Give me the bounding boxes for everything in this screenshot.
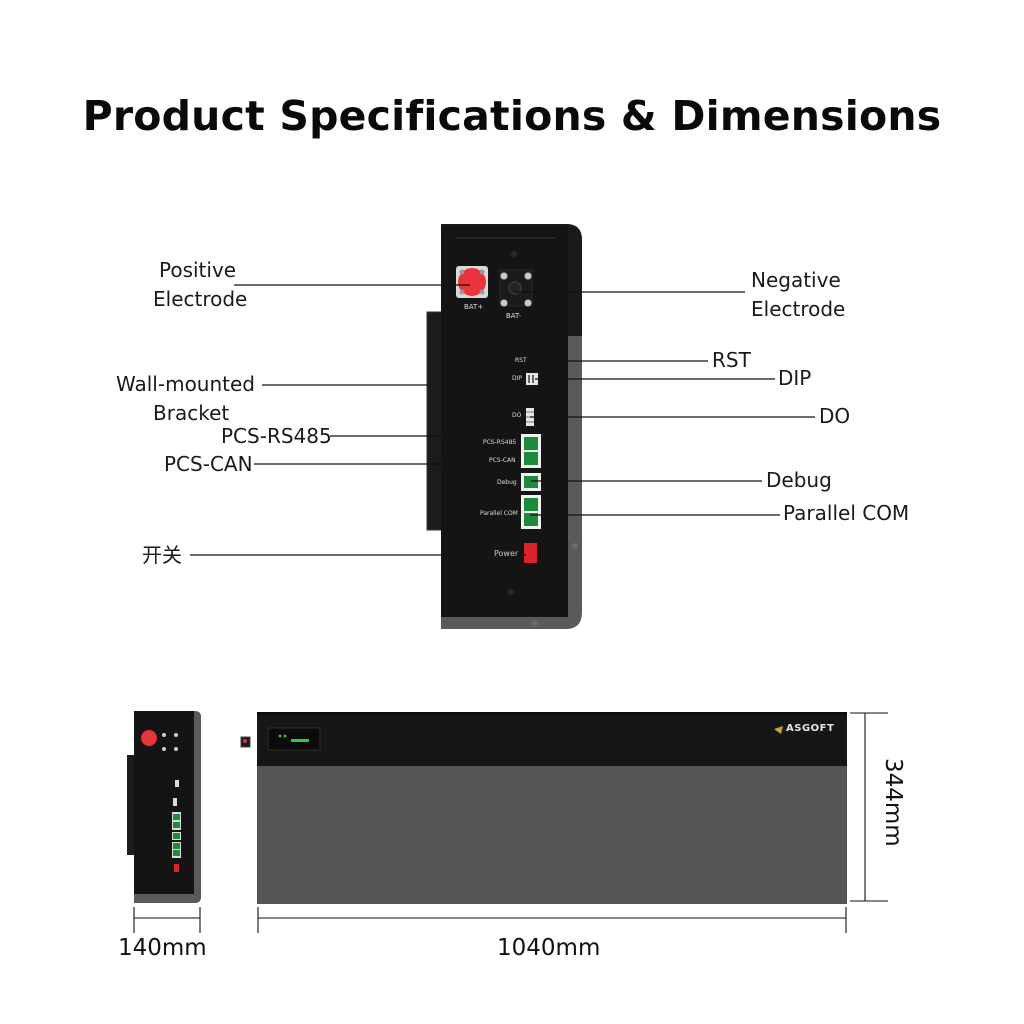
callout-wall-bracket: Wall-mounted <box>116 372 255 396</box>
rst-panel-label: RST <box>515 357 527 364</box>
callout-rst: RST <box>712 348 751 372</box>
side-view-bracket <box>127 755 136 855</box>
callout-lines <box>190 284 815 556</box>
callout-negative-electrode: Negative Electrode <box>751 268 846 321</box>
power-switch <box>524 543 537 563</box>
brand-logo: ASGOFT <box>786 723 835 734</box>
dimension-depth: 140mm <box>118 935 207 961</box>
dip-panel-label: DIP <box>512 375 523 382</box>
callout-pcs-rs485: PCS-RS485 <box>221 424 332 448</box>
pcs-can-panel-label: PCS-CAN <box>489 457 516 464</box>
callout-debug: Debug <box>766 468 832 492</box>
callout-wall-bracket-2: Bracket <box>153 401 230 425</box>
parallel-com-panel-label: Parallel COM <box>480 510 518 517</box>
power-panel-label: Power <box>494 549 519 558</box>
dimension-height: 344mm <box>880 758 906 847</box>
callout-pcs-can: PCS-CAN <box>164 452 253 476</box>
pcs-rs485-panel-label: PCS-RS485 <box>483 439 517 446</box>
pcs-ports <box>521 434 541 468</box>
dimension-width: 1040mm <box>497 935 601 961</box>
bat-pos-label: BAT+ <box>464 303 484 311</box>
positive-terminal <box>456 266 488 298</box>
callout-switch: 开关 <box>142 543 182 567</box>
wall-bracket <box>426 311 444 531</box>
callout-parallel-com: Parallel COM <box>783 501 910 525</box>
callout-dip: DIP <box>778 366 812 390</box>
callout-positive-electrode-2: Electrode <box>153 287 248 311</box>
page-title: Product Specifications & Dimensions <box>82 92 942 140</box>
bat-neg-label: BAT- <box>506 312 522 320</box>
dimension-lines <box>133 712 888 933</box>
front-view-top <box>257 712 847 766</box>
callout-do: DO <box>819 404 851 428</box>
callout-positive-electrode: Positive <box>159 258 237 282</box>
debug-panel-label: Debug <box>497 479 517 486</box>
debug-port <box>521 473 541 491</box>
parallel-com-ports <box>521 495 541 529</box>
do-panel-label: DO <box>512 412 522 419</box>
negative-terminal <box>499 269 533 307</box>
